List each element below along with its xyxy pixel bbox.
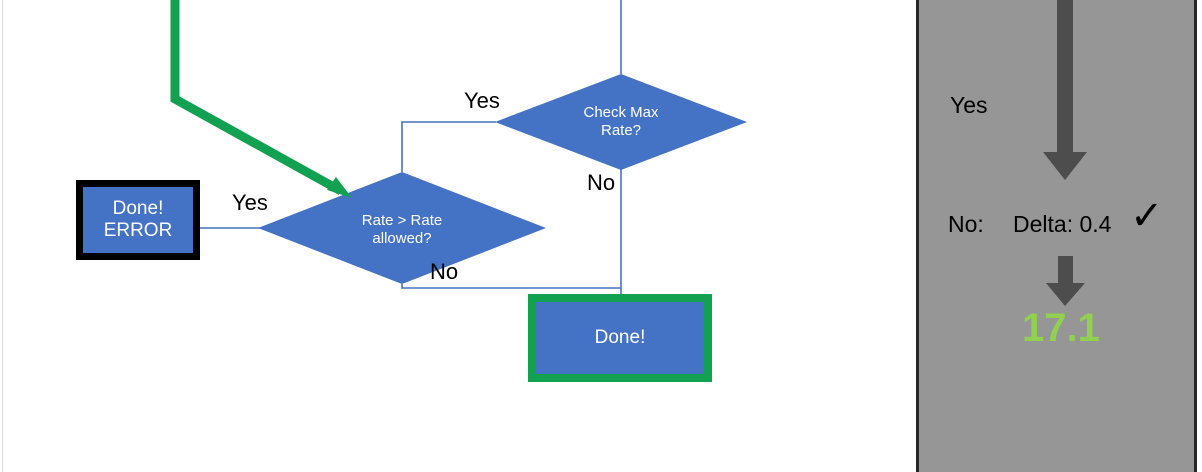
edge-label-check-max-rate-yes: Yes [464, 88, 500, 113]
right-gray-panel [916, 0, 1197, 472]
panel-delta-label: Delta: 0.4 [1013, 211, 1112, 237]
slide-left-edge [2, 0, 3, 472]
panel-no-label: No: [948, 211, 984, 237]
edge-label-rate-gt-no: No [430, 259, 459, 284]
green-highlight-arrow [170, 0, 352, 198]
edge-label-rate-gt-yes: Yes [232, 190, 268, 215]
node-check-max-rate[interactable]: Check Max Rate? [541, 88, 701, 156]
panel-arrow-down-short [1046, 256, 1085, 306]
edge-label-check-max-rate-no: No [587, 170, 616, 195]
node-check-max-rate-label: Check Max Rate? [583, 104, 659, 139]
diamond-rate-gt-rate-allowed [258, 172, 546, 284]
node-done-error-label: Done! ERROR [103, 197, 173, 241]
checkmark-icon: ✓ [1130, 193, 1164, 239]
connector-rate-no [401, 284, 621, 289]
node-done-error[interactable]: Done! ERROR [76, 180, 200, 260]
panel-yes-label: Yes [950, 92, 988, 118]
diamond-check-max-rate [495, 74, 747, 170]
node-done-ok[interactable]: Done! [528, 294, 712, 382]
connector-check-max-rate-yes [401, 121, 496, 172]
node-rate-gt-rate-allowed-label: Rate > Rate allowed? [361, 212, 443, 247]
node-rate-gt-rate-allowed[interactable]: Rate > Rate allowed? [322, 196, 482, 264]
panel-arrow-down-long [1043, 0, 1087, 180]
node-done-ok-label: Done! [594, 326, 646, 348]
panel-result-value: 17.1 [1022, 306, 1100, 350]
